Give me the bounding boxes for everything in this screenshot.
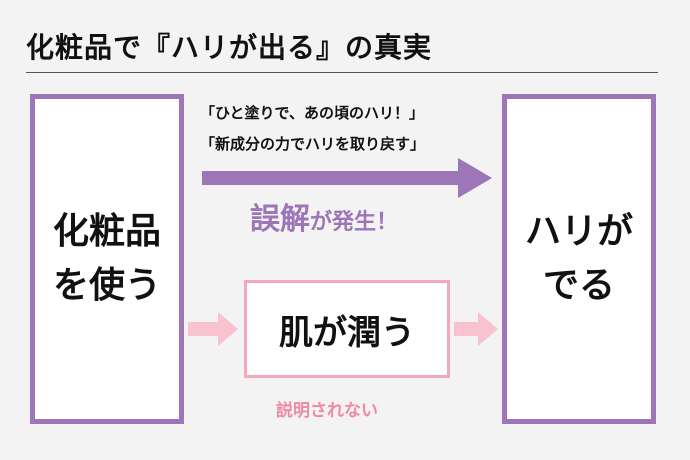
misunderstanding-arrow <box>202 158 492 198</box>
right-box-line2: でる <box>542 265 615 306</box>
misunderstanding-label: 誤解が発生！ <box>250 194 398 238</box>
misunderstanding-main: 誤解 <box>250 202 310 237</box>
unexplained-label: 説明されない <box>276 401 378 421</box>
skin-moisturized-box: 肌が潤う <box>244 280 450 378</box>
right-box-line1: ハリが <box>524 211 633 252</box>
pink-arrow-right <box>454 312 498 346</box>
ad-claims: 「ひと塗りで、あの頃のハリ！」 「新成分の力でハリを取り戻す」 <box>200 98 425 160</box>
middle-box-label: 肌が潤う <box>279 312 415 353</box>
title-divider <box>26 72 658 73</box>
use-cosmetics-box: 化粧品 を使う <box>30 94 184 424</box>
left-box-line2: を使う <box>52 265 161 306</box>
ad-claim-1: 「ひと塗りで、あの頃のハリ！」 <box>200 104 424 122</box>
left-box-line1: 化粧品 <box>52 211 161 252</box>
firmness-appears-box: ハリが でる <box>502 94 656 424</box>
pink-arrow-left <box>188 312 238 346</box>
misunderstanding-tail: が発生！ <box>310 210 399 235</box>
ad-claim-2: 「新成分の力でハリを取り戻す」 <box>200 135 426 153</box>
page-title: 化粧品で『ハリが出る』の真実 <box>26 31 433 64</box>
